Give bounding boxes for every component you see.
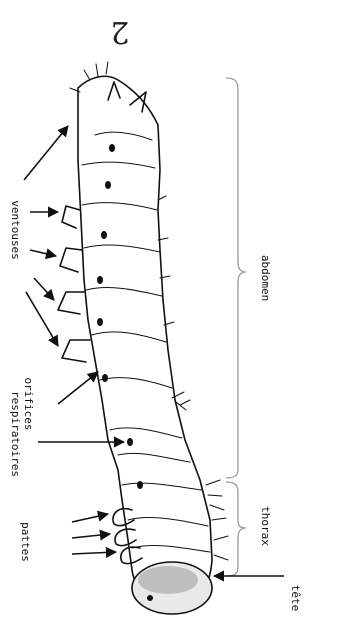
spiracle [137, 481, 143, 489]
arrow-ventouse [30, 250, 56, 256]
arrow-patte [72, 514, 108, 522]
arrow-patte [72, 534, 110, 538]
label-ventouses: ventouses [9, 200, 22, 260]
segment-line [82, 203, 157, 210]
segment-line [100, 378, 172, 388]
proleg [62, 206, 80, 228]
spiracles [97, 144, 143, 489]
spiracle [97, 318, 103, 326]
segment-line [122, 483, 202, 490]
thoracic-leg [115, 529, 136, 546]
arrow-patte [72, 552, 116, 554]
spiracle [101, 231, 107, 239]
spiracle [97, 276, 103, 284]
label-respiratoires: respiratoires [9, 391, 22, 477]
proleg [58, 292, 84, 314]
label-abdomen: abdomen [259, 255, 272, 301]
braces [226, 78, 246, 576]
label-pattes: pattes [19, 522, 32, 562]
eye-spot [147, 595, 153, 601]
thorax-brace [226, 482, 246, 576]
segment-line [110, 428, 182, 438]
label-orifices: orifices [22, 378, 35, 431]
arrow-orifice [58, 372, 98, 404]
segment-line [132, 545, 210, 552]
tail-horn [108, 82, 120, 100]
segment-line [118, 453, 190, 462]
caterpillar-body [58, 62, 228, 614]
segment-line [86, 288, 162, 296]
proleg [60, 248, 82, 272]
figure-number: 2 [110, 14, 129, 49]
spiracle [127, 438, 133, 446]
spiracle [102, 374, 108, 382]
abdomen-brace [226, 78, 246, 478]
arrow-ventouse [34, 278, 54, 300]
arrow-ventouse-top [24, 126, 68, 180]
segment-line [128, 518, 208, 526]
segment-line [92, 332, 166, 342]
label-tete: tête [289, 585, 302, 612]
proleg [62, 340, 90, 362]
spiracle [109, 144, 115, 152]
bristles [70, 62, 228, 560]
pointer-arrows [24, 126, 284, 576]
spiracle [105, 181, 111, 189]
body-outline [78, 76, 212, 606]
segment-line [82, 162, 155, 168]
head [132, 562, 212, 614]
head-shading [138, 566, 198, 594]
segment-line [95, 132, 152, 140]
label-thorax: thorax [259, 506, 272, 546]
bristle [214, 536, 228, 560]
segment-line [84, 245, 160, 252]
